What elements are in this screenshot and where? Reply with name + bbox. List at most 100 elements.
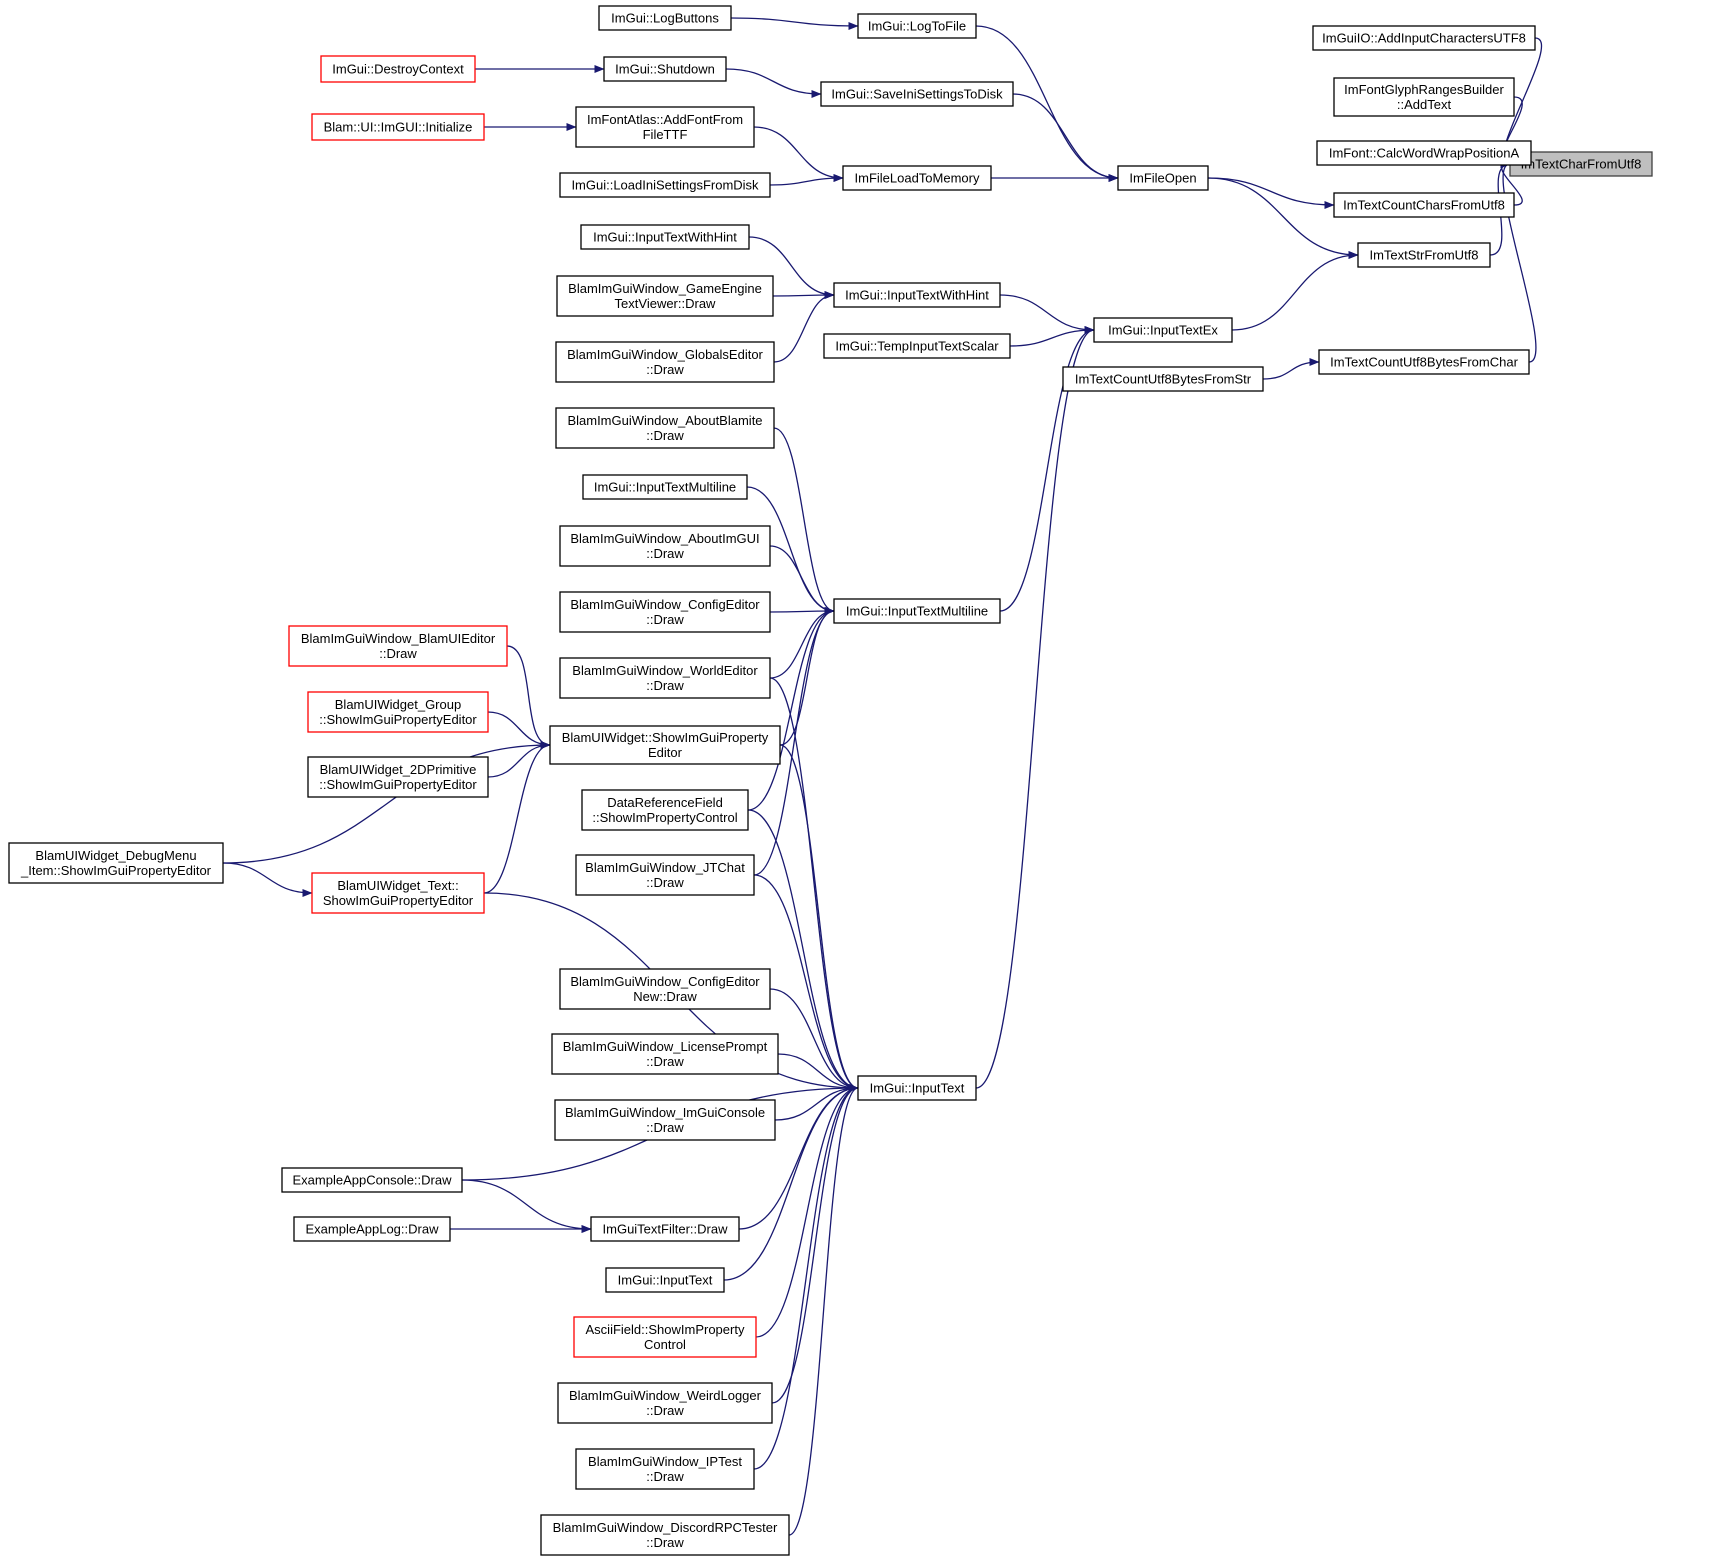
node-license[interactable]: BlamImGuiWindow_LicensePrompt::Draw bbox=[551, 1033, 779, 1075]
node-countbytes[interactable]: ImTextCountUtf8BytesFromChar bbox=[1318, 349, 1530, 375]
node-box bbox=[575, 854, 755, 896]
node-box bbox=[833, 282, 1001, 308]
node-exconsole[interactable]: ExampleAppConsole::Draw bbox=[281, 1167, 463, 1193]
node-label: ::ShowImPropertyControl bbox=[592, 810, 737, 825]
node-strfrom[interactable]: ImTextStrFromUtf8 bbox=[1357, 242, 1491, 268]
node-label: ImFontAtlas::AddFontFrom bbox=[587, 112, 743, 127]
node-saveini[interactable]: ImGui::SaveIniSettingsToDisk bbox=[820, 81, 1014, 107]
node-wrap[interactable]: ImFont::CalcWordWrapPositionA bbox=[1316, 140, 1532, 166]
node-dataref[interactable]: DataReferenceField::ShowImPropertyContro… bbox=[581, 789, 749, 831]
node-label: ShowImGuiPropertyEditor bbox=[323, 893, 474, 908]
node-label: AsciiField::ShowImProperty bbox=[586, 1322, 745, 1337]
edge-n_worlded-to-n_multiline bbox=[769, 607, 835, 679]
node-box bbox=[833, 598, 1001, 624]
node-hint[interactable]: ImGui::InputTextWithHint bbox=[580, 224, 750, 250]
node-label: ImGui::InputTextMultiline bbox=[846, 604, 988, 619]
node-box bbox=[580, 224, 750, 250]
edge-n_inputtext-to-n_inputex bbox=[975, 326, 1095, 1089]
node-console[interactable]: BlamImGuiWindow_ImGuiConsole::Draw bbox=[554, 1099, 776, 1141]
node-inputex[interactable]: ImGui::InputTextEx bbox=[1093, 317, 1233, 343]
node-aboutblamite[interactable]: BlamImGuiWindow_AboutBlamite::Draw bbox=[555, 407, 775, 449]
node-box bbox=[1333, 192, 1515, 218]
node-gameengine[interactable]: BlamImGuiWindow_GameEngineTextViewer::Dr… bbox=[556, 275, 774, 317]
edge-n_countbytes-to-n_chr bbox=[1500, 160, 1537, 363]
edge-n_logbuttons-to-n_logtofile bbox=[730, 17, 859, 30]
node-box bbox=[555, 407, 775, 449]
node-box bbox=[1062, 366, 1264, 392]
node-countbytesstr[interactable]: ImTextCountUtf8BytesFromStr bbox=[1062, 366, 1264, 392]
node-widgettext[interactable]: BlamUIWidget_Text::ShowImGuiPropertyEdit… bbox=[311, 872, 485, 914]
node-discord[interactable]: BlamImGuiWindow_DiscordRPCTester::Draw bbox=[540, 1514, 790, 1556]
node-blamuied[interactable]: BlamImGuiWindow_BlamUIEditor::Draw bbox=[288, 625, 508, 667]
node-label: ImTextCountUtf8BytesFromStr bbox=[1075, 372, 1252, 387]
edge-n_debugmenu-to-n_widgettext bbox=[222, 862, 313, 897]
edge-n_ascii-to-n_inputtext bbox=[755, 1084, 859, 1338]
node-box bbox=[8, 842, 224, 884]
edge-n_configed-to-n_multiline bbox=[769, 607, 835, 616]
node-blaminit[interactable]: Blam::UI::ImGUI::Initialize bbox=[311, 113, 485, 141]
edge-n_debugmenu-to-n_showprop bbox=[222, 741, 551, 864]
node-countchars[interactable]: ImTextCountCharsFromUtf8 bbox=[1333, 192, 1515, 218]
node-showprop[interactable]: BlamUIWidget::ShowImGuiPropertyEditor bbox=[549, 725, 781, 765]
edge-n_aboutblamite-to-n_multiline bbox=[773, 427, 835, 615]
edge-n_countbytesstr-to-n_countbytes bbox=[1262, 358, 1320, 380]
edge-n_saveini-to-n_fileopen bbox=[1012, 93, 1119, 182]
edge-n_console-to-n_inputtext bbox=[774, 1084, 859, 1121]
node-box bbox=[559, 591, 771, 633]
node-box bbox=[311, 872, 485, 914]
node-globals[interactable]: BlamImGuiWindow_GlobalsEditor::Draw bbox=[555, 341, 775, 383]
node-iptest[interactable]: BlamImGuiWindow_IPTest::Draw bbox=[575, 1448, 755, 1490]
node-aboutimgui[interactable]: BlamImGuiWindow_AboutImGUI::Draw bbox=[559, 525, 771, 567]
edge-n_jtchat-to-n_multiline bbox=[753, 607, 835, 876]
edge-n_gameengine-to-n_hint2 bbox=[772, 291, 835, 300]
node-weird[interactable]: BlamImGuiWindow_WeirdLogger::Draw bbox=[557, 1382, 773, 1424]
node-loadini[interactable]: ImGui::LoadIniSettingsFromDisk bbox=[559, 172, 771, 198]
node-configed[interactable]: BlamImGuiWindow_ConfigEditor::Draw bbox=[559, 591, 771, 633]
node-filter[interactable]: ImGuiTextFilter::Draw bbox=[590, 1216, 740, 1242]
node-addchars[interactable]: ImGuiIO::AddInputCharactersUTF8 bbox=[1312, 25, 1536, 51]
node-multiline2[interactable]: ImGui::InputTextMultiline bbox=[582, 474, 748, 500]
node-label: ExampleAppConsole::Draw bbox=[293, 1173, 453, 1188]
node-label: ImGui::InputTextMultiline bbox=[594, 480, 736, 495]
node-fileopen[interactable]: ImFileOpen bbox=[1117, 165, 1209, 191]
node-ascii[interactable]: AsciiField::ShowImPropertyControl bbox=[573, 1316, 757, 1358]
node-label: BlamImGuiWindow_ConfigEditor bbox=[570, 974, 760, 989]
node-inputtext[interactable]: ImGui::InputText bbox=[857, 1075, 977, 1101]
edge-n_weird-to-n_inputtext bbox=[771, 1084, 859, 1404]
edge-n_discord-to-n_inputtext bbox=[788, 1084, 859, 1536]
node-multiline[interactable]: ImGui::InputTextMultiline bbox=[833, 598, 1001, 624]
node-group[interactable]: BlamUIWidget_Group::ShowImGuiPropertyEdi… bbox=[307, 691, 489, 733]
node-fileload[interactable]: ImFileLoadToMemory bbox=[842, 165, 992, 191]
node-tempscalar[interactable]: ImGui::TempInputTextScalar bbox=[823, 333, 1011, 359]
node-hint2[interactable]: ImGui::InputTextWithHint bbox=[833, 282, 1001, 308]
node-logtofile[interactable]: ImGui::LogToFile bbox=[857, 13, 977, 39]
node-label: ImGui::InputText bbox=[870, 1081, 965, 1096]
node-box bbox=[575, 1448, 755, 1490]
node-label: ::Draw bbox=[646, 1403, 684, 1418]
node-label: BlamUIWidget::ShowImGuiProperty bbox=[562, 730, 769, 745]
node-debugmenu[interactable]: BlamUIWidget_DebugMenu_Item::ShowImGuiPr… bbox=[8, 842, 224, 884]
node-worlded[interactable]: BlamImGuiWindow_WorldEditor::Draw bbox=[559, 657, 771, 699]
node-inputtext2[interactable]: ImGui::InputText bbox=[605, 1267, 725, 1293]
node-exlog[interactable]: ExampleAppLog::Draw bbox=[293, 1216, 451, 1242]
node-label: BlamImGuiWindow_BlamUIEditor bbox=[301, 631, 496, 646]
node-label: Editor bbox=[648, 745, 683, 760]
node-label: ImFileLoadToMemory bbox=[855, 171, 980, 186]
node-jtchat[interactable]: BlamImGuiWindow_JTChat::Draw bbox=[575, 854, 755, 896]
node-label: TextViewer::Draw bbox=[615, 296, 717, 311]
node-destroyctx[interactable]: ImGui::DestroyContext bbox=[320, 55, 476, 83]
edge-n_hint2-to-n_inputex bbox=[999, 294, 1095, 334]
node-label: ImGuiIO::AddInputCharactersUTF8 bbox=[1322, 31, 1526, 46]
node-2dprim[interactable]: BlamUIWidget_2DPrimitive::ShowImGuiPrope… bbox=[307, 756, 489, 798]
node-logbuttons[interactable]: ImGui::LogButtons bbox=[598, 5, 732, 31]
node-shutdown[interactable]: ImGui::Shutdown bbox=[603, 56, 727, 82]
edge-n_blamuied-to-n_showprop bbox=[506, 645, 551, 749]
node-box bbox=[307, 756, 489, 798]
edge-n_tempscalar-to-n_inputex bbox=[1009, 326, 1095, 347]
node-box bbox=[590, 1216, 740, 1242]
node-box bbox=[575, 106, 755, 148]
node-glyph[interactable]: ImFontGlyphRangesBuilder::AddText bbox=[1333, 77, 1515, 117]
node-label: BlamImGuiWindow_JTChat bbox=[585, 860, 745, 875]
